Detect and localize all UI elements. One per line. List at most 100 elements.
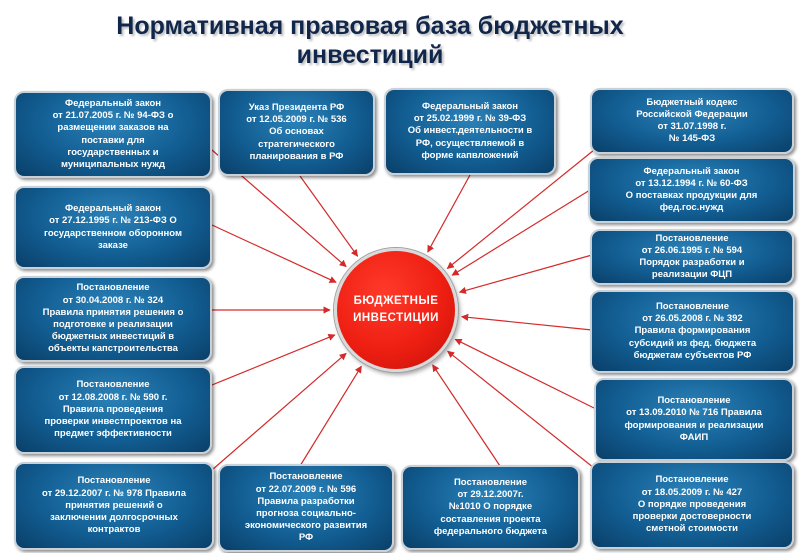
document-text-line: планирования в РФ	[249, 150, 344, 162]
arrow-post-392	[460, 313, 593, 331]
document-text-line: №1010 О порядке	[448, 501, 533, 513]
document-text-line: от 22.07.2009 г. № 596	[255, 483, 357, 495]
document-text-line: от 25.02.1999 г. № 39-ФЗ	[413, 113, 527, 125]
document-text-line: Постановление	[77, 475, 151, 487]
document-text-line: проверки достоверности	[632, 511, 752, 523]
document-text-line: контрактов	[87, 524, 141, 536]
arrow-post-427	[447, 350, 595, 469]
arrow-ukaz-536	[299, 175, 359, 257]
document-text-line: государственных и	[67, 146, 159, 158]
document-text-line: составления проекта	[440, 513, 541, 525]
document-text-line: Федеральный закон	[64, 97, 162, 109]
document-text-line: муниципальных нужд	[60, 158, 166, 170]
document-text-line: Постановление	[76, 282, 150, 294]
document-text-line: Правила формирования	[634, 325, 751, 337]
document-text-line: размещении заказов на	[57, 122, 169, 134]
arrow-bk	[446, 149, 595, 269]
document-text-line: принятия решений о	[65, 499, 163, 511]
document-text-line: заказе	[98, 239, 128, 251]
document-text-line: Постановление	[657, 395, 731, 407]
document-text-line: от 13.12.1994 г. № 60-ФЗ	[635, 177, 748, 189]
arrow-fz-39	[427, 174, 471, 253]
document-text-line: фед.гос.нужд	[659, 202, 724, 214]
arrow-post-1010	[432, 364, 501, 467]
document-text-line: экономического развития	[244, 520, 368, 532]
document-text-line: Об инвест.деятельности в	[407, 125, 533, 137]
document-text-line: от 26.05.2008 г. № 392	[642, 313, 743, 325]
arrow-fz-60	[451, 189, 591, 276]
document-text-line: реализации ФЦП	[651, 269, 733, 281]
center-label-line-2: ИНВЕСТИЦИИ	[353, 312, 439, 324]
document-text-line: проверки инвестпроектов на	[44, 416, 182, 428]
document-text-line: РФ, осуществляемой в	[415, 137, 525, 149]
document-text-line: от 30.04.2008 г. № 324	[62, 294, 164, 306]
document-text-line: Федеральный закон	[421, 100, 519, 112]
document-text-line: бюджетных инвестиций в	[51, 331, 175, 343]
document-text-line: Постановление	[655, 300, 730, 312]
document-text-line: государственном оборонном	[44, 227, 182, 239]
document-text-line: Правила принятия решения о	[42, 306, 184, 318]
document-text-line: О порядке проведения	[637, 498, 747, 510]
document-text-line: от 31.07.1998 г.	[657, 121, 727, 132]
document-text-line: стратегического	[258, 138, 335, 150]
document-text-line: от 13.09.2010 № 716 Правила	[626, 407, 762, 419]
document-text-line: Федеральный закон	[643, 165, 740, 177]
document-text-line: № 145-ФЗ	[668, 133, 716, 145]
document-text-line: О поставках продукции для	[625, 190, 758, 201]
document-text-line: Постановление	[655, 232, 729, 244]
document-text-line: Постановление	[76, 379, 150, 391]
document-text-line: федерального бюджета	[433, 525, 548, 537]
document-text-line: прогноза социально-	[256, 508, 356, 519]
document-text-line: бюджетам субъектов РФ	[633, 349, 752, 361]
document-text-line: объекты капстроительства	[48, 343, 178, 355]
document-text-line: Постановление	[453, 476, 528, 488]
document-text-line: Указ Президента РФ	[248, 101, 345, 113]
document-text-line: подготовке и реализации	[53, 319, 173, 330]
arrow-fz-213	[211, 224, 337, 283]
document-text-line: от 29.12.2007г.	[457, 489, 524, 501]
document-text-line: от 21.07.2005 г. № 94-ФЗ о	[52, 110, 174, 122]
document-text-line: Порядок разработки и	[639, 257, 745, 268]
arrow-post-978	[211, 352, 347, 471]
document-text-line: Бюджетный кодекс	[646, 96, 738, 108]
document-text-line: Правила разработки	[257, 495, 355, 507]
document-text-line: поставки для	[81, 134, 145, 146]
page-title: Нормативная правовая база бюджетных инве…	[40, 12, 700, 70]
document-text-line: формирования и реализации	[624, 419, 764, 431]
document-text-line: заключении долгосрочных	[50, 512, 178, 524]
document-text-line: сметной стоимости	[646, 523, 738, 535]
title-line-1: Нормативная правовая база бюджетных	[116, 12, 624, 40]
document-text-line: от 29.12.2007 г. № 978 Правила	[42, 487, 186, 499]
document-text-line: Об основах	[269, 126, 324, 138]
document-text-line: от 12.08.2008 г. № 590 г.	[58, 391, 168, 403]
document-text-line: от 12.05.2009 г. № 536	[246, 114, 347, 126]
document-text-line: от 27.12.1995 г. № 213-ФЗ О	[49, 215, 177, 227]
document-text-line: Постановление	[269, 471, 343, 483]
document-text-line: от 26.06.1995 г. № 594	[641, 244, 743, 256]
document-text-line: от 18.05.2009 г. № 427	[641, 486, 743, 498]
document-text-line: Постановление	[655, 474, 729, 486]
title-line-2: инвестиций	[296, 41, 444, 69]
document-text-line: предмет эффективности	[54, 428, 172, 440]
arrow-post-594	[458, 254, 593, 294]
arrow-post-590	[211, 334, 336, 386]
document-text-line: Правила проведения	[62, 403, 164, 415]
center-label-line-1: БЮДЖЕТНЫЕ	[353, 295, 439, 307]
arrow-post-596	[299, 365, 362, 467]
